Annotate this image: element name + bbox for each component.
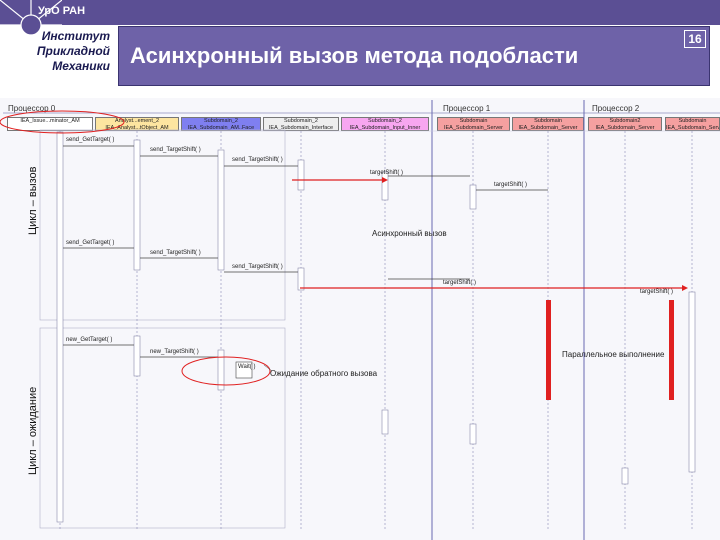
activation-bar (381, 409, 389, 435)
slide-title: Асинхронный вызов метода подобласти (130, 43, 579, 68)
lifeline-name: IEA_Subdomain_Server (595, 124, 655, 131)
lifeline-box: Subdomain_2 IEA_Subdomain_AM..Face (181, 117, 261, 131)
lifeline-box: Subdomain IEA_Subdomain_Server (512, 117, 584, 131)
message-label: targetShift( ) (443, 280, 477, 286)
lifeline-class: Subdomain_2 (284, 118, 318, 124)
lifeline-class: Subdomain (678, 118, 707, 124)
lifeline-box: Subdomain_2 IEA_Subdomain_Interface (263, 117, 339, 131)
message-label: send_TargetShift( ) (232, 264, 283, 270)
institute-line-2: Прикладной (36, 44, 110, 58)
org-name: УрО РАН (38, 5, 86, 17)
highlight-ellipse (181, 356, 271, 386)
lifeline-name: IEA_Subdomain_Input_Inner (349, 124, 421, 131)
sequence-diagram (0, 98, 720, 540)
loop-fragment (39, 129, 286, 321)
lifeline-class: Subdomain2 (609, 118, 641, 124)
lifeline-name: IEA_Subdomain_Server (666, 124, 720, 131)
lifeline-box: Subdomain IEA_Subdomain_Server (437, 117, 510, 131)
activation-bar (688, 291, 696, 473)
institute-name: Институт Прикладной Механики (14, 29, 110, 74)
lifeline-box: Subdomain IEA_Subdomain_Server (665, 117, 720, 131)
message-label: Wait( ) (238, 364, 256, 370)
institute-line-1: Институт (41, 29, 110, 43)
highlight-ellipse (0, 110, 125, 134)
message-label: targetShift( ) (640, 289, 674, 295)
message-label: new_GetTarget( ) (66, 337, 113, 343)
activation-bar (621, 467, 629, 485)
lifeline-class: Subdomain_2 (368, 118, 402, 124)
lifeline-name: IEA_Analyst...tObject_AM (105, 124, 169, 131)
activation-bar (217, 149, 225, 271)
callback-wait-annotation: Ожидание обратного вызова (270, 369, 378, 378)
message-label: new_TargetShift( ) (150, 349, 199, 355)
lifeline-name: IEA_Subdomain_Server (518, 124, 578, 131)
arrowhead-icon (382, 177, 388, 183)
message-label: send_GetTarget( ) (66, 240, 115, 246)
page-number: 16 (684, 30, 706, 48)
processor-2-label: Процессор 2 (592, 104, 640, 113)
lifeline-box: IEA_Issue...minator_AM (7, 117, 93, 131)
title-box (118, 26, 710, 86)
loop-fragment (39, 327, 286, 529)
lifeline-class: Subdomain (459, 118, 488, 124)
lifeline-class: Subdomain (534, 118, 562, 124)
lifeline-name: IEA_Issue...minator_AM (20, 118, 80, 124)
activation-bar (133, 335, 141, 377)
lifeline-class: Analyst...ement_2 (114, 118, 160, 124)
parallel-annotation: Параллельное выполнение (562, 350, 665, 359)
lifeline-class: Subdomain_2 (204, 118, 238, 124)
activation-bar (469, 423, 477, 445)
processor-0-label: Процессор 0 (8, 104, 56, 113)
async-call-annotation: Асинхронный вызов (372, 229, 447, 238)
message-label: send_TargetShift( ) (150, 147, 201, 153)
lifeline-name: IEA_Subdomain_Interface (268, 124, 334, 131)
message-label: send_GetTarget( ) (66, 137, 115, 143)
parallel-bar (546, 300, 551, 400)
message-label: targetShift( ) (494, 182, 528, 188)
activation-bar (381, 171, 389, 201)
message-label: targetShift( ) (370, 170, 404, 176)
institute-line-3: Механики (52, 59, 110, 73)
activation-bar (297, 159, 305, 191)
activation-bar (133, 139, 141, 271)
header-band (0, 0, 720, 25)
lifeline-name: IEA_Subdomain_AM..Face (187, 124, 255, 131)
lifeline-box: Subdomain2 IEA_Subdomain_Server (588, 117, 662, 131)
callout-line (263, 364, 273, 372)
activation-bar (297, 267, 305, 291)
activation-bar (469, 184, 477, 210)
logo-icon (0, 0, 62, 50)
message-label: send_TargetShift( ) (150, 250, 201, 256)
parallel-bar (669, 300, 674, 400)
wait-box (235, 361, 253, 379)
message-label: send_TargetShift( ) (232, 157, 283, 163)
lifeline-box: Subdomain_2 IEA_Subdomain_Input_Inner (341, 117, 429, 131)
arrowhead-icon (682, 285, 688, 291)
activation-bar (217, 349, 225, 391)
activation-bar (56, 131, 64, 523)
lifeline-name: IEA_Subdomain_Server (443, 124, 503, 131)
processor-1-label: Процессор 1 (443, 104, 491, 113)
